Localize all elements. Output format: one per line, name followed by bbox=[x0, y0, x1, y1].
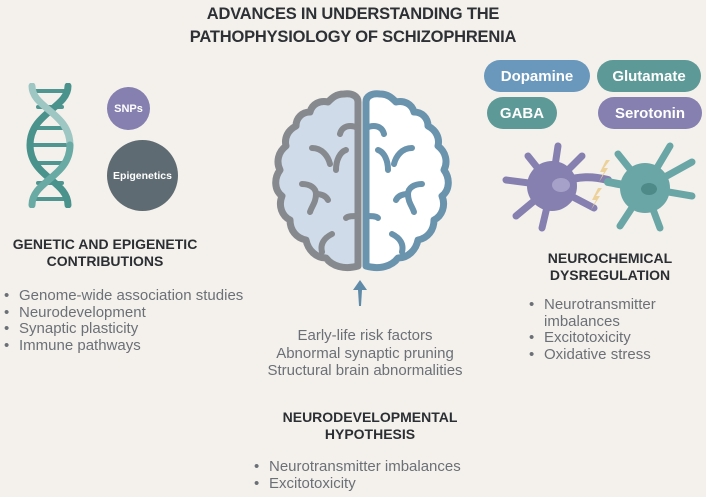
pill-gaba: GABA bbox=[487, 97, 557, 129]
list-item: Immune pathways bbox=[2, 337, 302, 355]
genetic-heading-line-1: GENETIC AND EPIGENETIC bbox=[12, 236, 198, 252]
pill-label: Dopamine bbox=[500, 67, 574, 85]
neurodevelopmental-factors: Early-life risk factors Abnormal synapti… bbox=[200, 327, 530, 380]
neurochemical-bullet-list: Neurotransmitter imbalances Excitotoxici… bbox=[527, 296, 702, 364]
neurons-icon bbox=[500, 138, 700, 234]
genetic-heading-line-2: CONTRIBUTIONS bbox=[46, 253, 164, 269]
genetic-bullet-list: Genome-wide association studies Neurodev… bbox=[2, 287, 302, 355]
pill-glutamate: Glutamate bbox=[597, 60, 701, 92]
list-item: Excitotoxicity bbox=[252, 475, 532, 493]
snps-badge: SNPs bbox=[107, 87, 150, 130]
list-item: Excitotoxicity bbox=[527, 329, 702, 347]
pill-label: Glutamate bbox=[612, 67, 686, 85]
page-title: ADVANCES IN UNDERSTANDING THE PATHOPHYSI… bbox=[0, 3, 706, 49]
neurodevelopmental-heading: NEURODEVELOPMENTAL HYPOTHESIS bbox=[240, 409, 500, 443]
pill-dopamine: Dopamine bbox=[484, 60, 590, 92]
list-item: Neurotransmitter imbalances bbox=[252, 458, 532, 476]
genetic-heading: GENETIC AND EPIGENETIC CONTRIBUTIONS bbox=[0, 236, 210, 270]
snps-label: SNPs bbox=[114, 102, 143, 115]
dna-helix-icon bbox=[22, 82, 78, 209]
arrow-up-icon bbox=[352, 280, 368, 306]
title-line-2: PATHOPHYSIOLOGY OF SCHIZOPHRENIA bbox=[189, 28, 517, 46]
pill-serotonin: Serotonin bbox=[598, 97, 702, 129]
epigenetics-label: Epigenetics bbox=[113, 169, 172, 182]
neurodevelopmental-heading-line-1: NEURODEVELOPMENTAL bbox=[282, 409, 458, 425]
neurodevelopmental-bullet-list: Neurotransmitter imbalances Excitotoxici… bbox=[252, 458, 532, 493]
list-item: Neurodevelopment bbox=[2, 304, 302, 322]
neurodevelopmental-heading-line-2: HYPOTHESIS bbox=[324, 426, 416, 442]
list-item: Genome-wide association studies bbox=[2, 287, 302, 305]
neurochemical-heading-line-2: DYSREGULATION bbox=[549, 267, 671, 283]
list-item: Oxidative stress bbox=[527, 346, 702, 364]
brain-icon bbox=[262, 90, 462, 275]
factor-item: Abnormal synaptic pruning bbox=[276, 344, 454, 362]
neurochemical-heading-line-1: NEUROCHEMICAL bbox=[547, 250, 673, 266]
spark-icon bbox=[591, 160, 610, 210]
factor-item: Structural brain abnormalities bbox=[267, 362, 463, 379]
epigenetics-badge: Epigenetics bbox=[107, 140, 178, 211]
pill-label: Serotonin bbox=[615, 104, 685, 122]
factor-item: Early-life risk factors bbox=[297, 327, 433, 344]
neurochemical-heading: NEUROCHEMICAL DYSREGULATION bbox=[510, 250, 706, 284]
list-item: Synaptic plasticity bbox=[2, 320, 302, 338]
pill-label: GABA bbox=[499, 104, 545, 122]
list-item: Neurotransmitter imbalances bbox=[527, 296, 702, 330]
title-line-1: ADVANCES IN UNDERSTANDING THE bbox=[206, 5, 500, 23]
